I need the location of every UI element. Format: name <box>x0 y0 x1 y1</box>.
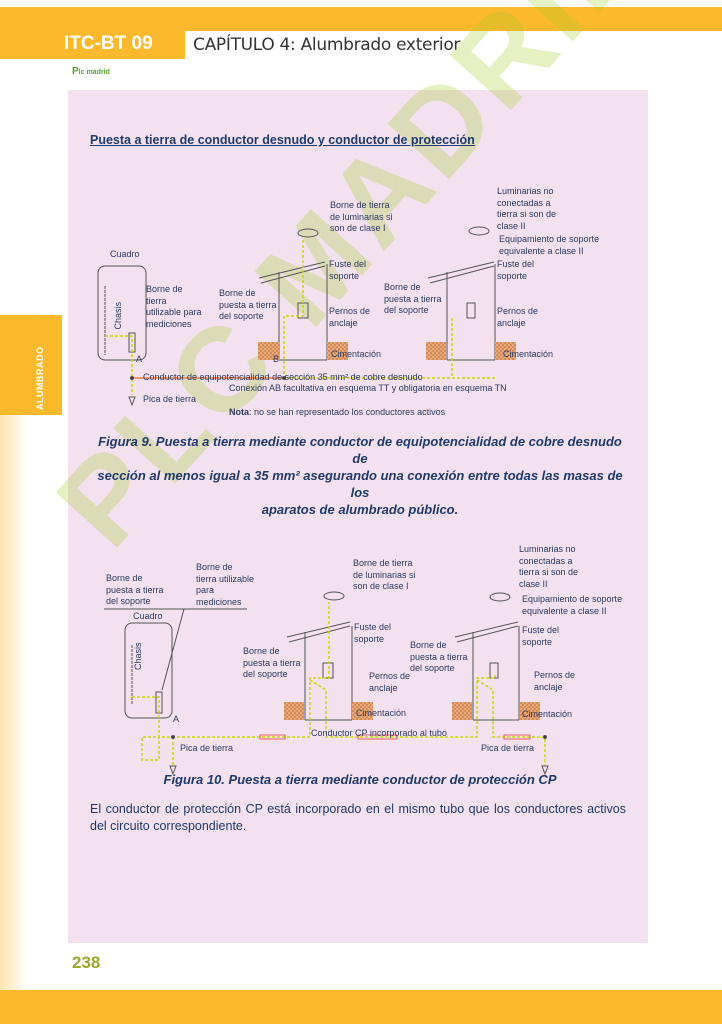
fig9-conductor-label: Conductor de equipotencialidad de secció… <box>143 372 423 382</box>
logo: Plc madrid <box>72 66 110 77</box>
page-number: 238 <box>72 953 101 972</box>
section-tab <box>0 315 62 415</box>
fig9-point-a: A <box>136 354 143 364</box>
fig10-pica-label-1: Pica de tierra <box>180 743 234 753</box>
body-paragraph: El conductor de protección CP está incor… <box>90 802 626 833</box>
fig9-point-b: B <box>273 354 280 364</box>
figure-10-caption: Figura 10. Puesta a tierra mediante cond… <box>163 772 557 787</box>
fig9-conexion-label: Conexión AB facultativa en esquema TT y … <box>229 383 507 393</box>
content-panel <box>68 90 648 943</box>
side-decoration <box>0 415 28 990</box>
fig10-cimentacion-label-2: Cimentación <box>522 709 573 719</box>
fig10-conductor-label: Conductor CP incorporado al tubo <box>311 728 447 738</box>
figure-10-diagram <box>104 591 549 776</box>
fig10-cimentacion-label-1: Cimentación <box>356 708 407 718</box>
fig9-chasis-label: Chasis <box>113 301 124 330</box>
fig9-cuadro-label: Cuadro <box>110 249 140 259</box>
fig9-cimentacion-label-2: Cimentación <box>503 349 554 359</box>
chapter-title: CAPÍTULO 4: Alumbrado exterior <box>185 31 722 59</box>
fig9-nota: Nota: no se han representado los conduct… <box>229 407 446 417</box>
footer-bar <box>0 990 722 1024</box>
figure-9-diagram <box>97 226 516 407</box>
section-heading: Puesta a tierra de conductor desnudo y c… <box>90 133 475 147</box>
fig10-chasis-label: Chasis <box>133 642 143 670</box>
figure-9-caption: Figura 9. Puesta a tierra mediante condu… <box>97 434 623 517</box>
fig9-cimentacion-label-1: Cimentación <box>331 349 382 359</box>
fig10-pica-label-2: Pica de tierra <box>481 743 535 753</box>
fig9-pica-label: Pica de tierra <box>143 394 197 404</box>
fig10-cuadro-label: Cuadro <box>133 611 163 621</box>
itc-code: ITC-BT 09 <box>0 7 185 59</box>
fig10-point-a: A <box>173 714 180 724</box>
